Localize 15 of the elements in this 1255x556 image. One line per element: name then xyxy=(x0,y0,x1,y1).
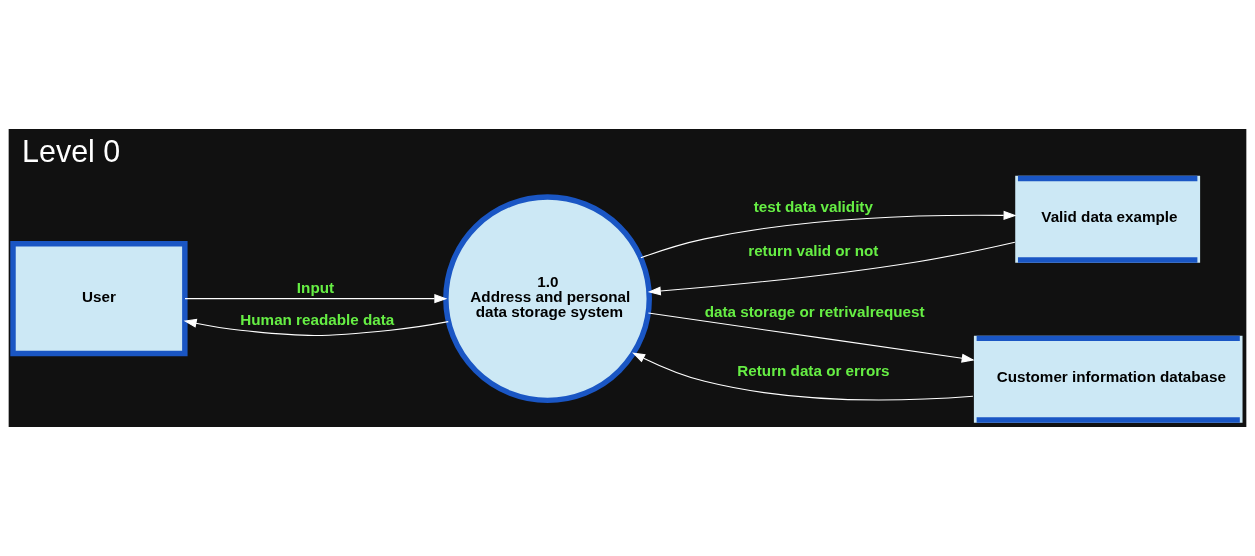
edge-label: Input xyxy=(296,279,335,297)
edge-label: return valid or not xyxy=(748,242,879,260)
edge-label: Human readable data xyxy=(240,310,395,328)
edge-label: Return data or errors xyxy=(737,362,890,380)
arrow xyxy=(183,318,449,336)
diagram-title: Level 0 xyxy=(22,134,121,169)
node-circle: 1.0 Address and personal data storage system xyxy=(443,194,652,404)
arrow xyxy=(640,210,1017,259)
arrow xyxy=(647,312,975,363)
arrow xyxy=(184,294,448,304)
arrow xyxy=(632,352,974,401)
edge-label: data storage or retrivalrequest xyxy=(704,303,925,321)
edge-label: test data validity xyxy=(753,197,873,215)
arrow xyxy=(647,241,1016,296)
node-box: User xyxy=(10,241,188,357)
